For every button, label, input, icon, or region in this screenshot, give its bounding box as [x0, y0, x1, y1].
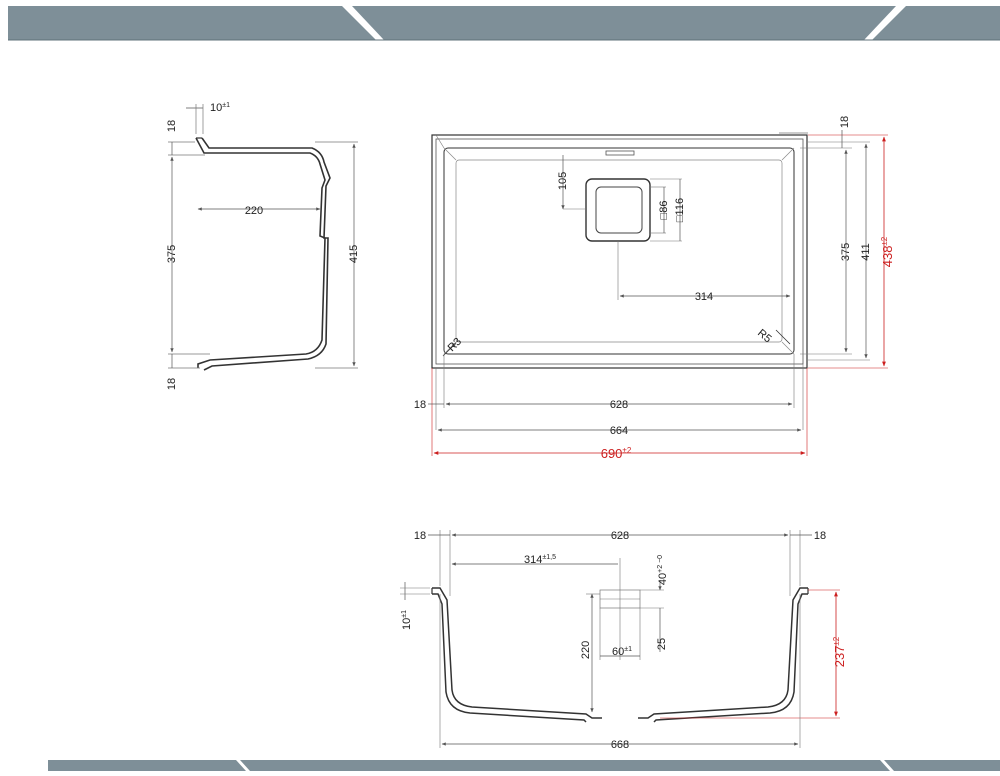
front-drain-neck: 25 [656, 638, 668, 650]
top-left-rim: 18 [414, 399, 426, 411]
side-inner-depth: 375 [166, 245, 178, 263]
front-overall-height: 237±2 [832, 636, 847, 667]
top-mid-width: 664 [610, 425, 628, 437]
front-right-rim: 18 [814, 530, 826, 542]
top-inner-width: 628 [610, 399, 628, 411]
top-mid-length: 411 [860, 243, 872, 261]
front-bottom-width: 668 [611, 739, 629, 751]
front-profile-inner [432, 593, 587, 723]
header-band [8, 6, 1000, 41]
front-drain-height: 40+2 −0 [657, 555, 669, 585]
top-rim-thickness: 18 [839, 116, 851, 128]
top-corner-radius-left: R3 [446, 336, 464, 354]
front-drain-center: 314±1,5 [524, 554, 556, 566]
top-inner-length: 375 [840, 243, 852, 261]
front-view: 18 628 18 314±1,5 40+2 −0 25 60±1 220 10… [400, 530, 847, 751]
side-profile-outer [195, 137, 326, 368]
front-inner-width: 628 [611, 530, 629, 542]
top-outer-frame [431, 134, 808, 369]
top-drain-offset-top: 105 [557, 172, 569, 190]
top-corner-radius-right: R5 [755, 327, 773, 345]
top-drain-inner-size: □86 [658, 201, 670, 220]
front-drain-width: 60±1 [612, 646, 632, 658]
top-overall-depth: 438±2 [880, 236, 895, 267]
top-view: 105 □86 □116 314 R3 R5 18 375 411 43 [414, 116, 895, 461]
side-profile-inner [201, 137, 331, 371]
footer-band [48, 760, 1000, 771]
front-left-rim: 18 [414, 530, 426, 542]
side-top-thickness: 18 [166, 120, 178, 132]
side-view: 10±1 18 375 18 220 415 [166, 102, 360, 390]
top-drain-inner [595, 186, 643, 234]
front-profile-outer [432, 587, 602, 719]
side-half-width: 220 [245, 205, 263, 217]
top-overall-width: 690±2 [601, 446, 632, 461]
front-lip-tolerance: 10±1 [401, 610, 413, 630]
side-total-height: 415 [348, 245, 360, 263]
top-drain-outer-size: □116 [674, 198, 686, 222]
side-bottom-thickness: 18 [166, 378, 178, 390]
top-drain-offset-right: 314 [695, 291, 713, 303]
front-depth: 220 [580, 641, 592, 659]
side-lip-tolerance: 10±1 [210, 102, 230, 114]
top-basin [443, 147, 795, 355]
